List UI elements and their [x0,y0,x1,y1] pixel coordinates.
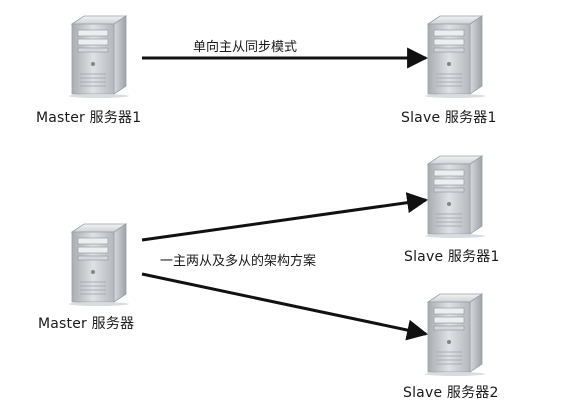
edge-label-one-master-multi-slave: 一主两从及多从的架构方案 [160,254,317,269]
server-icon [424,15,486,98]
master-server-label: Master 服务器1 [36,110,142,126]
sync-arrow-slave2 [141,272,429,341]
slave-server2-label: Slave 服务器2 [403,385,499,401]
master-server-label: Master 服务器 [38,316,135,332]
slave-server1-label: Slave 服务器1 [404,249,500,265]
server-icon [68,223,130,306]
sync-arrow-slave1 [141,192,429,242]
server-icon [68,15,130,98]
server-icon [424,155,486,238]
slave-server-label: Slave 服务器1 [401,110,497,126]
edge-label-one-way: 单向主从同步模式 [193,40,298,55]
server-icon [424,293,486,376]
